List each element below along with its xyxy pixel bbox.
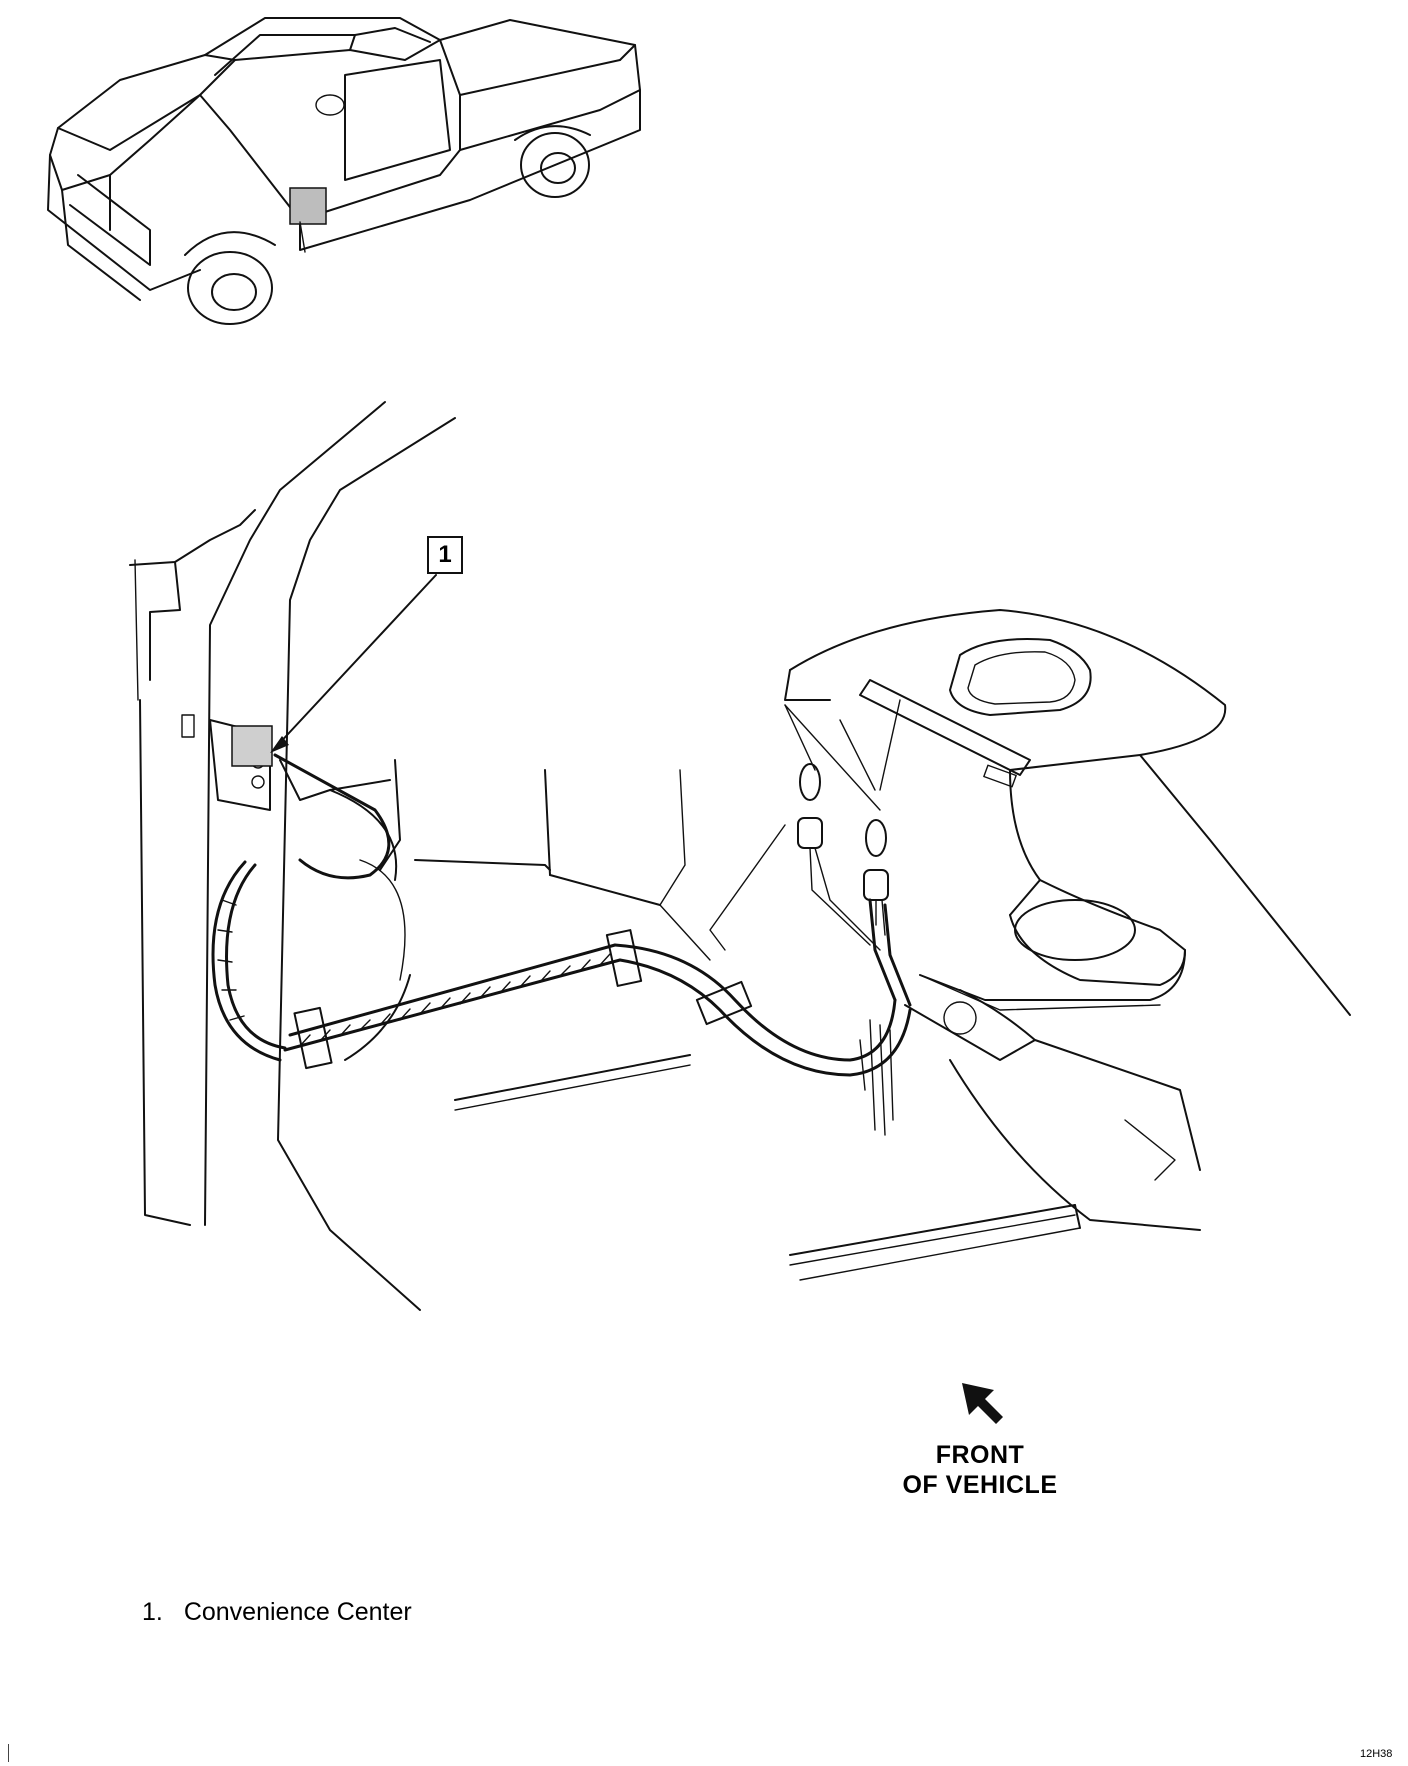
- edge-mark: [8, 1744, 9, 1762]
- front-label-line1: FRONT: [935, 1441, 1025, 1469]
- legend-item-label: Convenience Center: [183, 1598, 412, 1626]
- front-of-vehicle-label: FRONT OF VEHICLE: [880, 1440, 1080, 1500]
- detail-view: [129, 401, 1351, 1311]
- figure-code: 12H38: [1360, 1748, 1393, 1760]
- callout-number-1: 1: [427, 536, 463, 574]
- front-label-line2: OF VEHICLE: [902, 1471, 1058, 1499]
- truck-overview: [47, 17, 641, 325]
- legend-item-number: 1.: [142, 1598, 163, 1626]
- front-arrow-icon: [962, 1383, 1003, 1424]
- legend: 1. Convenience Center: [142, 1598, 412, 1627]
